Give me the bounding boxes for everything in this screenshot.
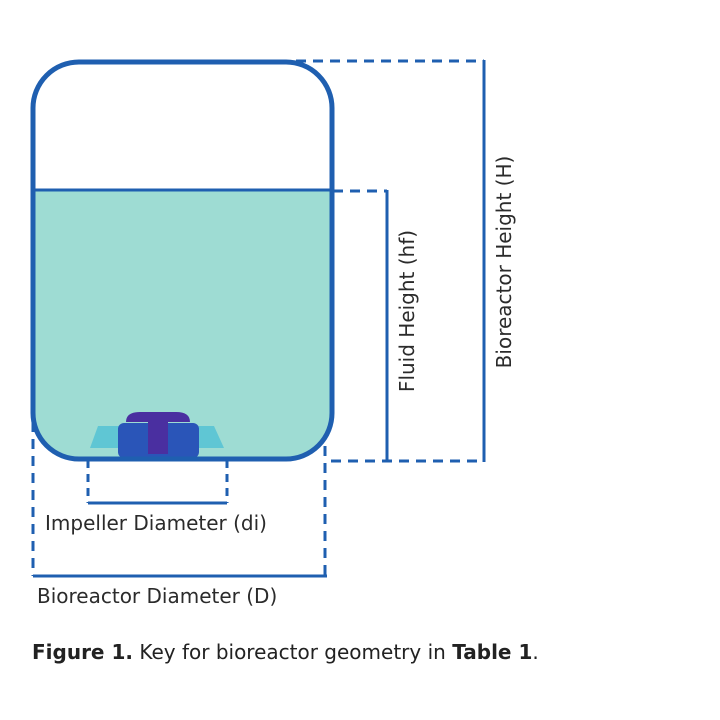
- impeller-diameter-bracket: [86, 460, 229, 505]
- impeller-diameter-label: Impeller Diameter (di): [45, 511, 267, 535]
- fluid-height-label: Fluid Height (hf): [395, 230, 419, 392]
- figure-caption: Figure 1. Key for bioreactor geometry in…: [32, 640, 539, 664]
- fluid: [35, 190, 331, 458]
- caption-end: .: [532, 640, 539, 664]
- caption-text: Key for bioreactor geometry in: [132, 640, 453, 664]
- fluid-height-bracket: [333, 189, 389, 461]
- bioreactor-diameter-bracket: [31, 422, 327, 578]
- bioreactor-diameter-label: Bioreactor Diameter (D): [37, 584, 277, 608]
- table-reference: Table 1: [452, 640, 533, 664]
- vessel-outline: [30, 59, 335, 462]
- impeller: [90, 412, 224, 458]
- figure-label: Figure 1.: [32, 640, 133, 664]
- bioreactor-height-bracket: [296, 59, 486, 463]
- bioreactor-height-label: Bioreactor Height (H): [492, 156, 516, 369]
- impeller-shaft: [126, 412, 190, 454]
